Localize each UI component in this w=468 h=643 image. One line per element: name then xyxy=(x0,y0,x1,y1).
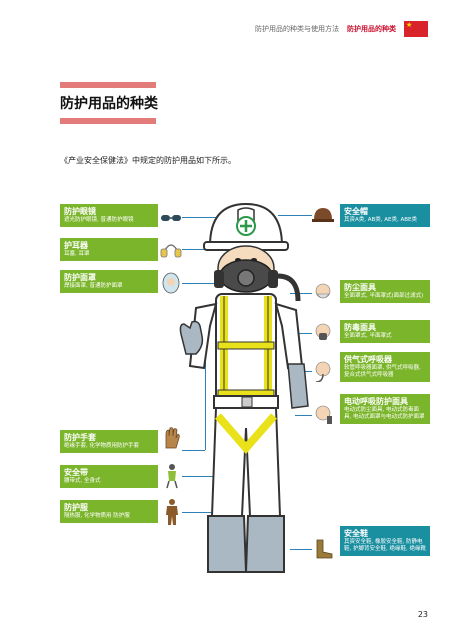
page-number: 23 xyxy=(417,610,428,619)
label-title: 供气式呼吸器 xyxy=(344,355,392,364)
label-desc: 其资安全鞋, 橡胶安全鞋, 防静电鞋, 护脚背安全鞋, 绝缘鞋, 绝缘靴 xyxy=(344,539,426,552)
label-desc: 软管呼吸器面罩, 供气式呼吸器, 复合式供气式呼吸器 xyxy=(344,365,421,378)
label-gas-mask: 防毒面具 全面罩式, 半面罩式 xyxy=(340,320,430,343)
label-desc: 全面罩式, 半面罩式(面部过滤式) xyxy=(344,293,424,299)
connector-line xyxy=(182,512,212,513)
label-face-shield: 防护面罩 焊接面罩, 普通防护面罩 xyxy=(60,270,158,293)
connector-line xyxy=(182,283,227,284)
label-air-supply-respirator: 供气式呼吸器 软管呼吸器面罩, 供气式呼吸器, 复合式供气式呼吸器 xyxy=(340,352,430,382)
connector-line xyxy=(290,549,312,550)
label-title: 护耳器 xyxy=(64,241,88,250)
label-helmet: 安全帽 其资A类, AB类, AE类, ABE类 xyxy=(340,204,430,227)
china-flag-icon: ★ xyxy=(404,21,428,37)
air-supply-respirator-icon xyxy=(315,361,331,382)
label-desc: 隔热服, 化学物质用 防护服 xyxy=(64,513,130,519)
label-safety-shoes: 安全鞋 其资安全鞋, 橡胶安全鞋, 防静电鞋, 护脚背安全鞋, 绝缘鞋, 绝缘靴 xyxy=(340,526,430,556)
earmuff-icon xyxy=(160,244,182,258)
label-ear-protector: 护耳器 耳塞, 耳罩 xyxy=(60,238,158,261)
label-title: 防尘面具 xyxy=(344,283,376,292)
protective-suit-icon xyxy=(166,499,178,525)
connector-line xyxy=(205,330,206,450)
connector-line xyxy=(290,333,312,334)
dust-mask-icon xyxy=(315,283,331,299)
label-dust-mask: 防尘面具 全面罩式, 半面罩式(面部过滤式) xyxy=(340,280,430,303)
label-desc: 绝缘手套, 化学物质用防护手套 xyxy=(64,443,139,449)
connector-line xyxy=(182,476,222,477)
safety-boot-icon xyxy=(316,539,333,559)
page-title: 防护用品的种类 xyxy=(60,96,158,112)
label-desc: 遮光防护眼镜, 普通防护眼镜 xyxy=(64,217,134,223)
goggles-icon xyxy=(161,215,181,221)
harness-icon xyxy=(166,464,178,489)
title-decoration-top xyxy=(60,82,156,88)
label-powered-respirator: 电动呼吸防护面具 电动式防尘面具, 电动式防毒面具, 电动式面罩与电动式防护面罩 xyxy=(340,394,430,424)
powered-respirator-icon xyxy=(315,405,332,424)
label-title: 安全带 xyxy=(64,468,88,477)
label-desc: 电动式防尘面具, 电动式防毒面具, 电动式面罩与电动式防护面罩 xyxy=(344,407,425,420)
gas-mask-icon xyxy=(315,323,331,340)
label-safety-belt: 安全带 腰带式, 全身式 xyxy=(60,465,158,488)
connector-line xyxy=(182,450,205,451)
label-title: 防护服 xyxy=(64,503,88,512)
connector-line xyxy=(182,249,222,250)
header-crumb: 防护用品的种类与使用方法 xyxy=(255,25,339,33)
label-title: 防护眼镜 xyxy=(64,207,96,216)
label-title: 安全鞋 xyxy=(344,529,368,538)
intro-text: 《产业安全保健法》中规定的防护用品如下所示。 xyxy=(60,156,236,165)
label-gloves: 防护手套 绝缘手套, 化学物质用防护手套 xyxy=(60,430,158,453)
label-desc: 全面罩式, 半面罩式 xyxy=(344,333,392,339)
header-current-section: 防护用品的种类 xyxy=(347,25,396,33)
connector-line xyxy=(290,293,312,294)
connector-line xyxy=(278,215,312,216)
label-goggles: 防护眼镜 遮光防护眼镜, 普通防护眼镜 xyxy=(60,204,158,227)
label-title: 防护面罩 xyxy=(64,273,96,282)
label-title: 防护手套 xyxy=(64,433,96,442)
page-header: 防护用品的种类与使用方法 防护用品的种类 ★ xyxy=(255,20,428,38)
label-desc: 焊接面罩, 普通防护面罩 xyxy=(64,283,123,289)
connector-line xyxy=(182,217,232,218)
label-desc: 耳塞, 耳罩 xyxy=(64,251,90,257)
glove-icon xyxy=(165,427,180,449)
label-desc: 腰带式, 全身式 xyxy=(64,478,101,484)
label-title: 安全帽 xyxy=(344,207,368,216)
title-decoration-bottom xyxy=(60,118,156,124)
face-shield-icon xyxy=(162,272,180,294)
connector-line xyxy=(295,415,312,416)
label-protective-clothing: 防护服 隔热服, 化学物质用 防护服 xyxy=(60,500,158,523)
helmet-icon xyxy=(312,208,334,222)
label-desc: 其资A类, AB类, AE类, ABE类 xyxy=(344,217,418,223)
label-title: 电动呼吸防护面具 xyxy=(344,397,408,406)
label-title: 防毒面具 xyxy=(344,323,376,332)
worker-figure xyxy=(179,202,309,573)
